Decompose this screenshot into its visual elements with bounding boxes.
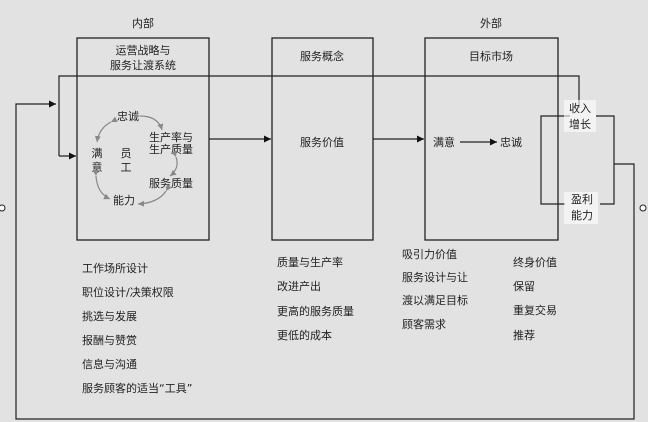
connector-dot [639, 204, 647, 212]
list-item: 改进产出 [277, 279, 321, 293]
list-item: 质量与生产率 [277, 255, 343, 269]
cycle-loyalty: 忠诚 [117, 110, 139, 123]
service-concept-box [271, 37, 374, 241]
internal-label: 内部 [132, 16, 154, 30]
cycle-capability: 能力 [113, 193, 135, 207]
box1-title-line1: 运营战略与 [116, 43, 171, 57]
list-item: 保留 [513, 279, 535, 293]
cycle-arrow [169, 150, 178, 177]
cycle-arrow [137, 184, 172, 207]
list-item: 更低的成本 [277, 328, 332, 342]
top-feedback-line [58, 75, 580, 156]
list-item: 推荐 [513, 328, 535, 342]
box3-loyalty: 忠诚 [500, 136, 522, 149]
internal-list: 工作场所设计 职位设计/决策权限 挑选与发展 报酬与赞赏 信息与沟通 服务顾客的… [82, 261, 192, 395]
bracket-left [540, 115, 570, 205]
list-item: 工作场所设计 [82, 261, 148, 275]
external-label: 外部 [480, 16, 502, 30]
revenue-growth-line1: 收入 [569, 101, 591, 115]
bracket-right [596, 115, 615, 205]
list-item: 服务顾客的适当“工具” [82, 381, 192, 395]
list-item: 服务设计与让 [402, 271, 468, 284]
list-item: 顾客需求 [402, 317, 446, 331]
cycle-satisfaction-line2: 意 [92, 160, 103, 174]
list-item: 重复交易 [513, 303, 557, 317]
cycle-arrow [94, 116, 118, 143]
box2-body: 服务价值 [300, 136, 344, 149]
profitability-line2: 能力 [571, 208, 593, 222]
box1-title-line2: 服务让渡系统 [110, 58, 176, 72]
box3-satisfaction: 满意 [433, 135, 455, 149]
customer-list: 终身价值 保留 重复交易 推荐 [513, 255, 557, 342]
list-item: 职位设计/决策权限 [82, 285, 174, 299]
cycle-productivity-line2: 生产质量 [149, 142, 193, 156]
revenue-growth-line2: 增长 [569, 117, 591, 131]
box3-title: 目标市场 [469, 49, 513, 63]
cycle-arrow [133, 112, 164, 131]
list-item: 终身价值 [513, 255, 557, 269]
outer-loop-line [15, 100, 635, 420]
employee-line2: 工 [121, 161, 132, 174]
connector-dot [0, 204, 6, 212]
cycle-productivity-line1: 生产率与 [149, 130, 193, 144]
market-list: 吸引力价值 服务设计与让 渡以满足目标 顾客需求 [402, 247, 468, 331]
list-item: 渡以满足目标 [402, 293, 468, 307]
list-item: 吸引力价值 [402, 247, 457, 261]
employee-line1: 员 [121, 147, 132, 160]
list-item: 挑选与发展 [82, 309, 137, 323]
profitability-line1: 盈利 [571, 193, 593, 206]
list-item: 更高的服务质量 [277, 304, 354, 318]
list-item: 报酬与赞赏 [82, 333, 137, 347]
box2-title: 服务概念 [300, 49, 344, 63]
cycle-arrow [92, 169, 111, 200]
service-list: 质量与生产率 改进产出 更高的服务质量 更低的成本 [277, 255, 354, 342]
list-item: 信息与沟通 [82, 357, 137, 371]
cycle-service-quality: 服务质量 [149, 177, 193, 190]
cycle-satisfaction-line1: 满 [92, 147, 103, 160]
